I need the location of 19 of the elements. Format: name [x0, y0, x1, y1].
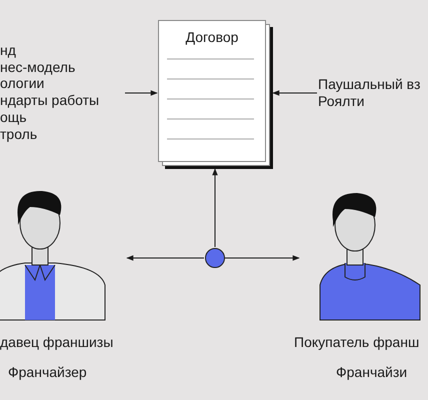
arrow — [124, 90, 158, 96]
role-name: Франчайзер — [8, 364, 87, 380]
list-item: ологии — [0, 75, 46, 92]
list-item: нд — [0, 42, 17, 59]
arrow — [212, 168, 218, 248]
list-item: Паушальный вз — [318, 76, 422, 93]
arrow — [224, 255, 300, 261]
list-item: ощь — [0, 108, 28, 126]
arrow — [272, 90, 318, 96]
hub-circle — [205, 248, 225, 268]
role-name: Франчайзи — [336, 364, 408, 380]
list-item: троль — [0, 126, 38, 142]
list-item: нес-модель — [0, 58, 76, 76]
list-item: ндарты работы — [0, 92, 100, 109]
role-title: Покупатель франш — [294, 334, 420, 350]
list-item: Роялти — [318, 92, 366, 110]
arrow — [126, 255, 204, 261]
document-title: Договор — [184, 29, 240, 46]
role-title: давец франшизы — [0, 334, 114, 350]
